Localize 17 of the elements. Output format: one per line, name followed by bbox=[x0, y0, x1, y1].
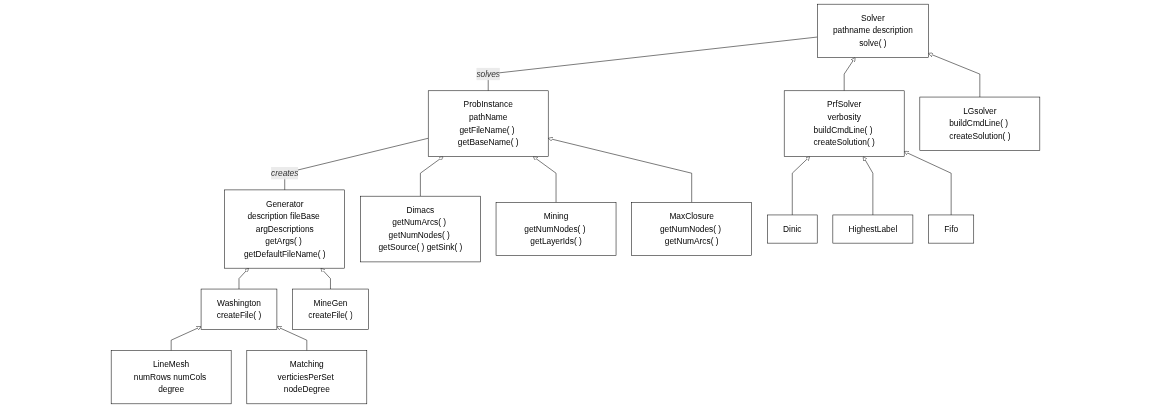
node-box: Washington createFile( ) bbox=[200, 288, 278, 330]
edge-label: creates bbox=[271, 168, 299, 178]
node-box: PrfSolver verbosity buildCmdLine( ) createSolution( ) bbox=[783, 90, 905, 157]
node-box: Dimacs getNumArcs( ) getNumNodes( ) getSource( ) getSink( ) bbox=[360, 195, 481, 263]
node-box: Mining getNumNodes( ) getLayerIds( ) bbox=[495, 202, 617, 256]
node-box: LineMesh numRows numCols degree bbox=[110, 350, 232, 405]
node-box: LGsolver buildCmdLine( ) createSolution( ) bbox=[919, 96, 1041, 151]
node-box: Generator description fileBase argDescriptions getArgs( ) getDefaultFileName( ) bbox=[224, 189, 345, 269]
node-box: Matching verticiesPerSet nodeDegree bbox=[246, 350, 368, 405]
node-box: ProbInstance pathName getFileName( ) getBaseName( ) bbox=[427, 90, 549, 157]
node-box: MineGen createFile( ) bbox=[292, 288, 369, 330]
node-box: HighestLabel bbox=[832, 214, 914, 244]
node-box: Dinic bbox=[767, 214, 818, 244]
edge-label: solves bbox=[476, 69, 501, 79]
node-box: MaxClosure getNumNodes( ) getNumArcs( ) bbox=[631, 202, 752, 256]
node-box: Fifo bbox=[928, 214, 974, 244]
node-box: Solver pathname description solve( ) bbox=[817, 3, 929, 58]
